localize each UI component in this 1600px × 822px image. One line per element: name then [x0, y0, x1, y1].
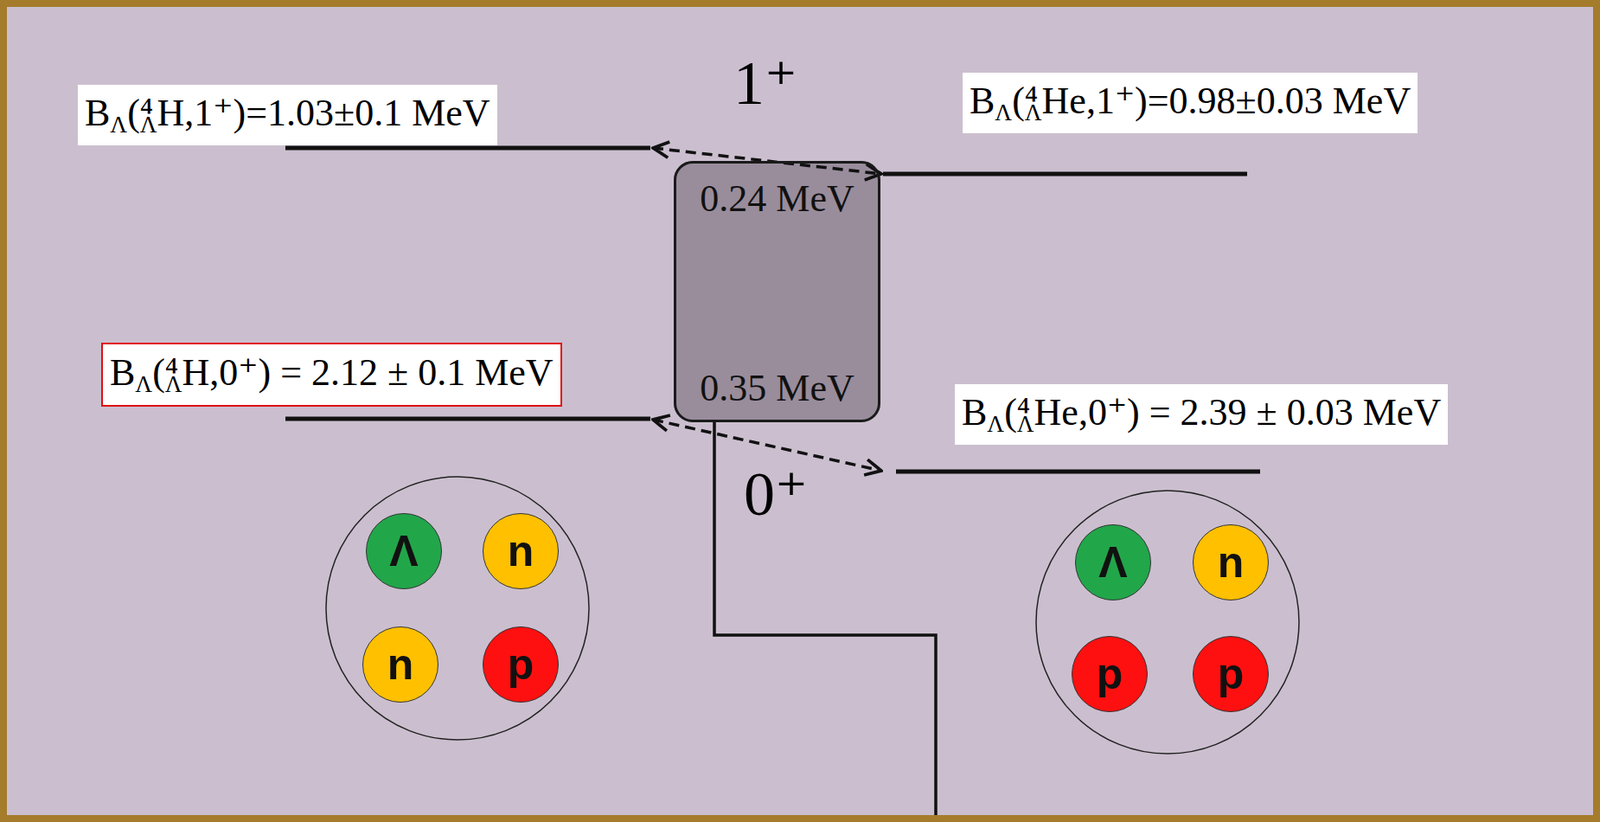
step-line: [714, 422, 936, 822]
energy-level: [285, 146, 651, 151]
particle-circle: p: [482, 626, 559, 703]
binding-energy-box: BΛ(⁴ΛH,1⁺)=1.03±0.1 MeV: [77, 84, 498, 146]
particle-symbol: p: [507, 642, 535, 686]
binding-energy-text: BΛ(⁴ΛHe,1⁺)=0.98±0.03 MeV: [969, 79, 1411, 127]
particle-symbol: Λ: [389, 529, 418, 573]
particle-symbol: Λ: [1098, 540, 1127, 584]
particle-circle: Λ: [1075, 524, 1152, 601]
energy-gap-text: 0.35 MeV: [699, 366, 854, 411]
binding-energy-box: BΛ(⁴ΛHe,1⁺)=0.98±0.03 MeV: [962, 72, 1418, 134]
energy-level: [883, 172, 1248, 177]
binding-energy-box: BΛ(⁴ΛH,0⁺) = 2.12 ± 0.1 MeV: [101, 342, 563, 407]
particle-symbol: p: [1217, 652, 1245, 696]
particle-symbol: n: [507, 529, 535, 573]
particle-circle: n: [1192, 524, 1269, 601]
particle-circle: n: [482, 512, 559, 589]
particle-symbol: p: [1096, 652, 1124, 696]
particle-circle: p: [1192, 635, 1269, 712]
energy-level: [896, 469, 1261, 474]
nucleus-outline: [1036, 490, 1300, 754]
particle-circle: n: [362, 626, 439, 703]
binding-energy-text: BΛ(⁴ΛH,0⁺) = 2.12 ± 0.1 MeV: [109, 351, 554, 398]
particle-circle: Λ: [365, 512, 442, 589]
spin-parity-label: 0⁺: [743, 462, 808, 525]
particle-circle: p: [1071, 635, 1148, 712]
nucleus-outline: [326, 476, 589, 740]
binding-energy-text: BΛ(⁴ΛH,1⁺)=1.03±0.1 MeV: [84, 91, 491, 139]
binding-energy-text: BΛ(⁴ΛHe,0⁺) = 2.39 ± 0.03 MeV: [961, 390, 1441, 438]
energy-level: [285, 416, 651, 422]
energy-gap-fill: [673, 160, 881, 423]
particle-symbol: n: [1217, 540, 1245, 584]
energy-gap-box: 0.24 MeV 0.35 MeV: [673, 160, 881, 423]
energy-gap-text: 0.24 MeV: [699, 177, 854, 222]
particle-symbol: n: [387, 642, 415, 686]
binding-energy-box: BΛ(⁴ΛHe,0⁺) = 2.39 ± 0.03 MeV: [954, 384, 1448, 445]
spin-parity-label: 1⁺: [733, 51, 798, 115]
